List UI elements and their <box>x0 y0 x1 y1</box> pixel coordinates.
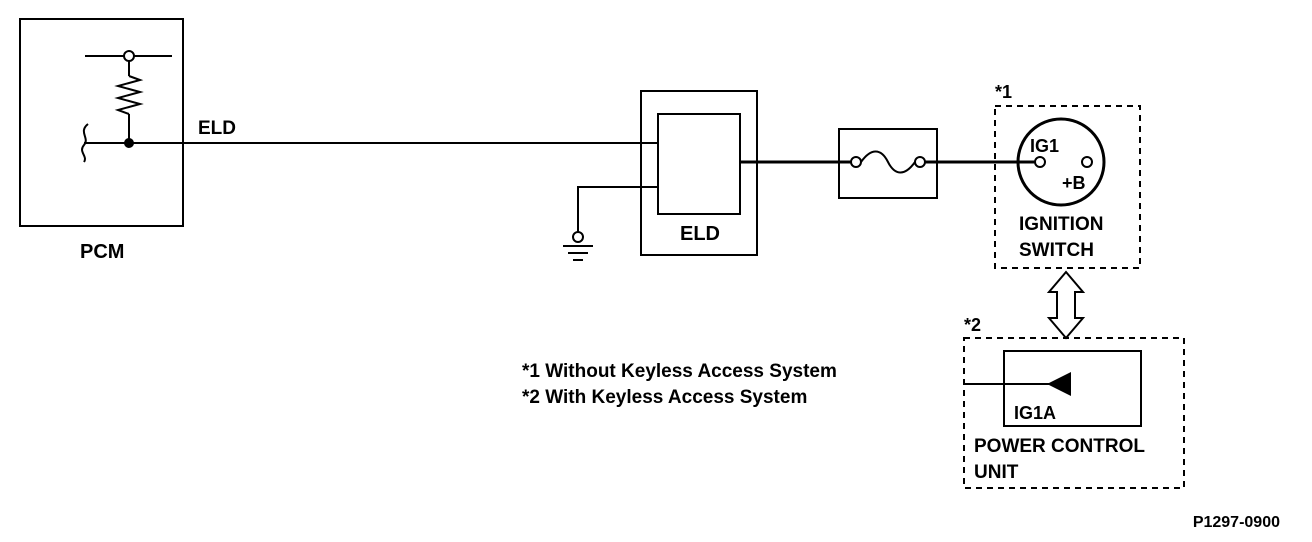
pcm-internal-input-icon <box>81 123 89 163</box>
ignition-switch-dashed-box <box>994 105 1141 269</box>
power-control-unit-label-line2: UNIT <box>974 462 1019 483</box>
note-line-2: *2 With Keyless Access System <box>522 387 807 408</box>
fuse <box>838 128 938 199</box>
ignition-switch-label-line1: IGNITION <box>1019 214 1103 235</box>
ig1-terminal-label: IG1 <box>1030 136 1059 156</box>
power-control-unit-dashed-box <box>963 337 1185 489</box>
ground-wire <box>577 186 658 232</box>
eld-outer-box <box>640 90 758 256</box>
eld-unit-label: ELD <box>680 223 720 245</box>
power-control-unit-label-line1: POWER CONTROL <box>974 436 1145 457</box>
power-control-unit-inner-box <box>1003 350 1142 427</box>
pcm-module: PCM <box>19 18 184 263</box>
fuse-icon <box>860 150 916 174</box>
ignition-switch-label-line2: SWITCH <box>1019 240 1094 261</box>
eld-unit: ELD <box>640 90 758 256</box>
pcm-box <box>19 18 184 227</box>
eld-wire-label: ELD <box>198 118 236 139</box>
eld-inner-box <box>657 113 741 215</box>
b-terminal-label: +B <box>1062 173 1086 193</box>
ig1a-terminal-label: IG1A <box>1014 403 1056 423</box>
fuse-terminal-left <box>850 156 862 168</box>
power-control-unit-marker: *2 <box>964 315 981 335</box>
alternative-double-arrow-icon <box>1046 270 1086 340</box>
b-terminal-node <box>1081 156 1093 168</box>
power-control-unit: *2 IG1A POWER CONTROL UNIT <box>963 315 1185 489</box>
fuse-terminal-right <box>914 156 926 168</box>
ground-circuit <box>563 186 658 261</box>
ig1-terminal-node <box>1034 156 1046 168</box>
ground-icon <box>563 245 593 261</box>
figure-code: P1297-0900 <box>1193 514 1280 531</box>
note-line-1: *1 Without Keyless Access System <box>522 361 837 382</box>
ignition-switch: *1 IG1 +B IGNITION SWITCH <box>994 82 1141 269</box>
pcm-reference-node <box>123 50 135 62</box>
pcm-label: PCM <box>80 241 124 263</box>
ignition-switch-circle <box>1016 117 1106 207</box>
ig1a-input-arrow-icon <box>1047 372 1071 396</box>
pcm-pullup-resistor-icon <box>114 75 144 115</box>
ground-node <box>572 231 584 243</box>
ignition-switch-marker: *1 <box>995 82 1012 102</box>
